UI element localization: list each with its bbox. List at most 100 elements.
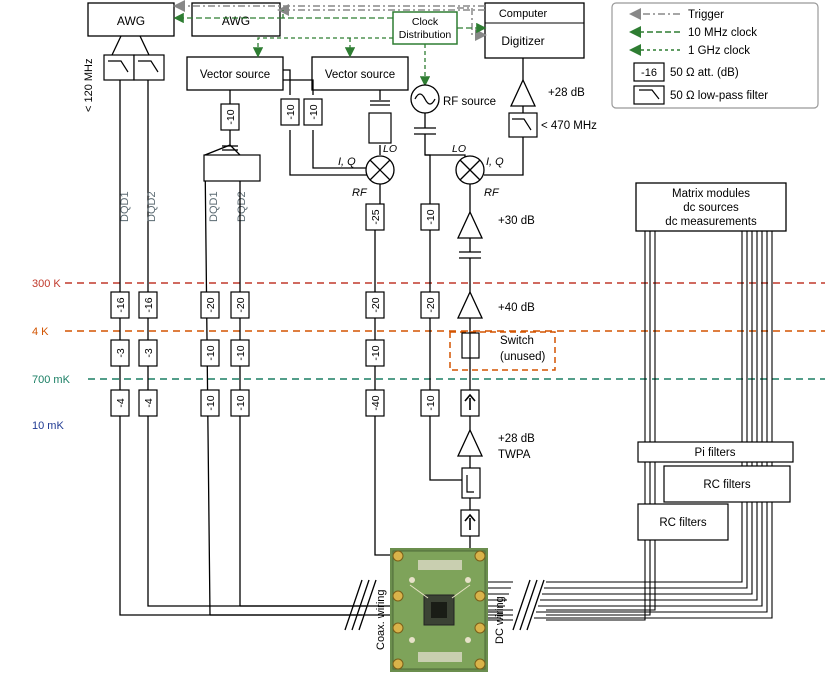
device-pcb-photo xyxy=(390,548,488,672)
att-300k-6: -20 xyxy=(420,291,440,319)
switch-box: Switch (unused) xyxy=(449,331,556,371)
att-drive-25: -25 xyxy=(365,203,385,231)
att-300k-3: -20 xyxy=(200,291,220,319)
rc-filters-1: RC filters xyxy=(663,465,791,503)
dc-wire-1 xyxy=(546,231,743,583)
legend: Trigger 10 MHz clock 1 GHz clock -16 50 … xyxy=(611,2,819,109)
dqd2-label-b: DQD2 xyxy=(236,191,248,222)
isolator-2 xyxy=(460,509,480,537)
rf-source: RF source xyxy=(410,84,496,114)
dc-wire-4 xyxy=(540,231,758,601)
att-10mk-5: -40 xyxy=(365,389,385,417)
readout-capacitor xyxy=(459,251,481,259)
att-300k-2-label: -16 xyxy=(143,297,155,312)
gain-40-label: +40 dB xyxy=(498,302,535,314)
att-4k-3: -10 xyxy=(200,339,220,367)
rf-capacitor xyxy=(414,127,436,135)
att-300k-4-label: -20 xyxy=(235,297,247,312)
drive-line xyxy=(374,184,395,556)
svg-text:Distribution: Distribution xyxy=(399,29,452,41)
amp-twpa xyxy=(456,428,484,457)
stage-700mk: 700 mK xyxy=(32,374,825,386)
vector-source-1: Vector source xyxy=(186,56,284,91)
trigger-lines xyxy=(173,0,487,41)
att-300k-6-label: -20 xyxy=(425,297,437,312)
svg-text:dc measurements: dc measurements xyxy=(665,216,757,228)
svg-text:Pi filters: Pi filters xyxy=(695,447,736,459)
rc-filters-2: RC filters xyxy=(637,503,729,541)
svg-text:Digitizer: Digitizer xyxy=(501,34,544,48)
att-10mk-3-label: -10 xyxy=(205,395,217,410)
svg-text:10 mK: 10 mK xyxy=(32,420,64,432)
lpf-left-2 xyxy=(133,54,165,81)
att-drive-25-label: -25 xyxy=(370,209,382,224)
clock-10mhz-lines xyxy=(173,10,487,34)
dc-wire-3 xyxy=(542,231,753,595)
circulator xyxy=(461,467,481,499)
att-10mk-1: -4 xyxy=(110,389,130,417)
dqd1-label-a: DQD1 xyxy=(119,191,131,222)
att-4k-3-label: -10 xyxy=(205,345,217,360)
svg-text:RF source: RF source xyxy=(443,96,496,108)
att-vs1-top: -10 xyxy=(220,103,240,131)
att-10mk-3: -10 xyxy=(200,389,220,417)
filter-470-label: < 470 MHz xyxy=(541,120,597,132)
svg-text:RC filters: RC filters xyxy=(659,517,707,529)
svg-text:300 K: 300 K xyxy=(32,278,61,290)
rf-reference-line xyxy=(429,230,470,481)
clock-1ghz-lines xyxy=(252,37,431,87)
att-4k-4: -10 xyxy=(230,339,250,367)
svg-text:Clock: Clock xyxy=(412,16,439,28)
pi-filters: Pi filters xyxy=(637,441,794,463)
att-4k-1-label: -3 xyxy=(115,348,127,357)
svg-text:RC filters: RC filters xyxy=(703,479,751,491)
awg-left: AWG xyxy=(87,2,175,37)
att-4k-4-label: -10 xyxy=(235,345,247,360)
dc-wire-5 xyxy=(538,231,763,607)
dc-wire-bundle xyxy=(488,231,773,621)
att-10mk-4: -10 xyxy=(230,389,250,417)
vs2-capacitor xyxy=(370,100,390,106)
att-300k-5: -20 xyxy=(365,291,385,319)
svg-text:50 Ω low-pass filter: 50 Ω low-pass filter xyxy=(670,90,768,102)
svg-text:4 K: 4 K xyxy=(32,326,49,338)
dc-wire-left-2 xyxy=(546,231,651,616)
att-300k-1-label: -16 xyxy=(115,297,127,312)
awg-right: AWG xyxy=(191,2,281,37)
amp-40 xyxy=(456,290,484,319)
att-10mk-2: -4 xyxy=(138,389,158,417)
dc-wire-left-1 xyxy=(546,231,646,621)
att-vs1-q-label: -10 xyxy=(308,104,320,119)
dc-wire-2 xyxy=(544,231,748,589)
att-ref-10-label: -10 xyxy=(425,209,437,224)
svg-text:Computer: Computer xyxy=(499,8,548,20)
att-4k-2-label: -3 xyxy=(143,348,155,357)
vs2-splitter xyxy=(368,112,392,144)
dc-wire-7 xyxy=(534,231,773,619)
gain-28-top-label: +28 dB xyxy=(548,87,585,99)
att-4k-5: -10 xyxy=(365,339,385,367)
dc-wiring-label: DC wiring xyxy=(494,596,506,644)
dc-break-marks xyxy=(512,579,545,631)
lpf-470 xyxy=(508,112,538,138)
gain-30-label: +30 dB xyxy=(498,215,535,227)
att-300k-4: -20 xyxy=(230,291,250,319)
att-300k-2: -16 xyxy=(138,291,158,319)
isolator-1 xyxy=(460,389,480,417)
att-10mk-5-label: -40 xyxy=(370,395,382,410)
gain-28-twpa-label: +28 dB xyxy=(498,433,535,445)
rf-source-lines xyxy=(424,113,466,205)
clock-distribution: Clock Distribution xyxy=(392,11,458,45)
coax-wiring-label: Coax. wiring xyxy=(375,589,387,650)
svg-text:Switch: Switch xyxy=(500,335,534,347)
svg-text:AWG: AWG xyxy=(222,14,250,28)
mixer-right xyxy=(455,155,485,185)
amp-digitizer xyxy=(509,78,537,107)
svg-text:Vector source: Vector source xyxy=(325,69,395,81)
svg-text:Trigger: Trigger xyxy=(688,9,724,21)
svg-text:10 MHz clock: 10 MHz clock xyxy=(688,27,757,39)
readout-chain-lines xyxy=(452,184,471,556)
lo-left-label: LO xyxy=(383,143,397,155)
iq-right-label: I, Q xyxy=(486,156,504,168)
